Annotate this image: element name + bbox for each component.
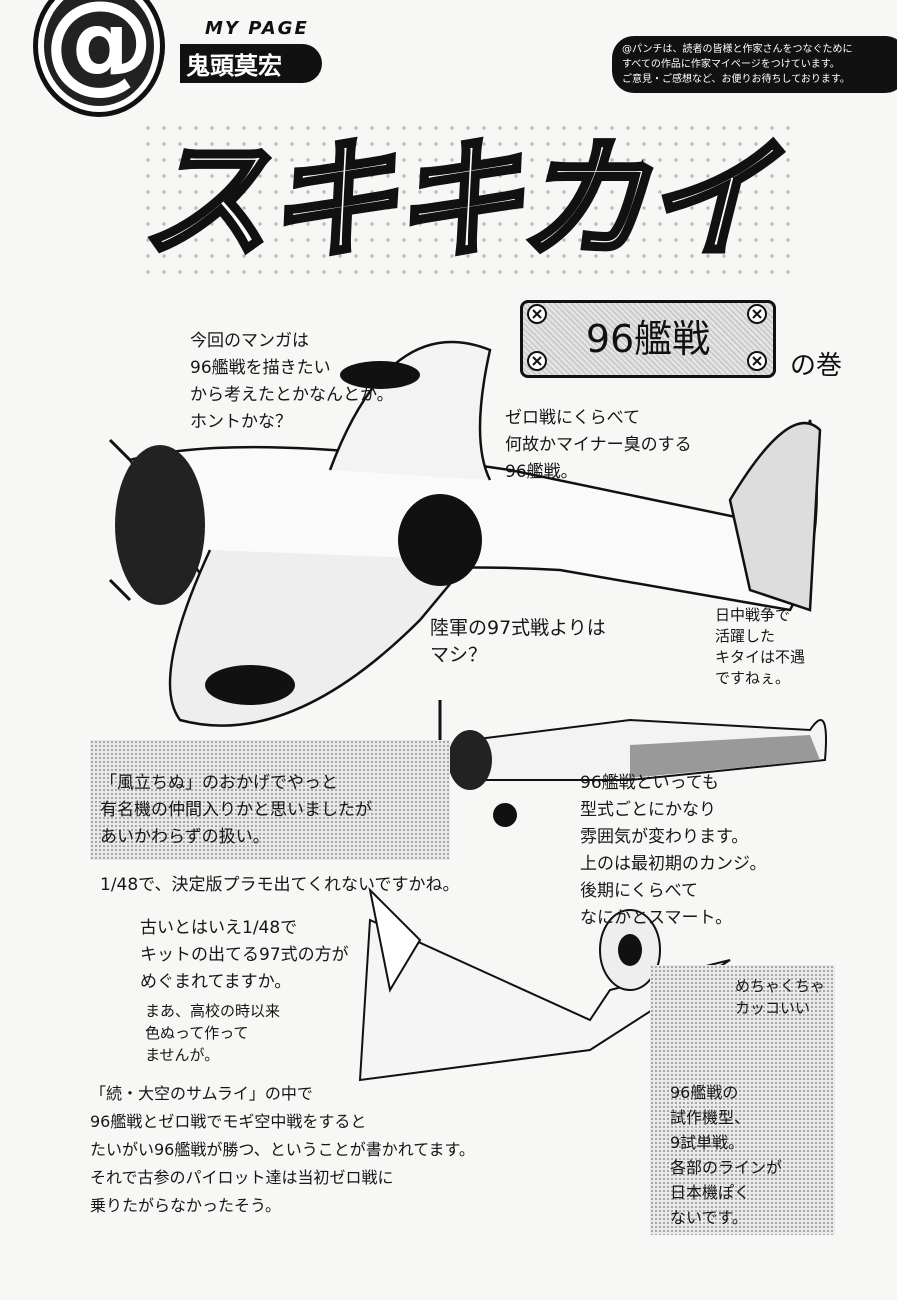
screw-icon — [527, 351, 547, 371]
note-samurai: 「続・大空のサムライ」の中で 96艦戦とゼロ戦でモギ空中戦をすると たいがい96… — [90, 1084, 475, 1215]
hinomaru — [398, 494, 482, 586]
screw-icon — [747, 351, 767, 371]
note-army: 陸軍の97式戦よりは マシ？ — [430, 617, 606, 666]
note-old-kit: 古いとはいえ1/48で キットの出てる97式の方が めぐまれてますか。 — [140, 918, 349, 992]
at-logo: @ — [38, 0, 160, 112]
tone-box — [650, 965, 835, 1235]
notice-line: すべての作品に作家マイページをつけています。 — [622, 59, 840, 70]
note-kaze: 「風立ちぬ」のおかげでやっと 有名機の仲間入りかと思いましたが あいかわらずの扱… — [100, 773, 372, 847]
notice-box: @パンチは、読者の皆様と作家さんをつなぐために すべての作品に作家マイページをつ… — [612, 36, 897, 93]
prototype-plane-illustration — [358, 886, 731, 1082]
note-intro: 今回のマンガは 96艦戦を描きたい から考えたとかなんとか。 ホントかな？ — [190, 331, 394, 432]
subtitle-plate: 96艦戦 — [520, 300, 776, 378]
note-types: 96艦戦といっても 型式ごとにかなり 雰囲気が変わります。 上のは最初期のカンジ… — [580, 773, 767, 928]
side-plane-illustration — [438, 700, 827, 827]
note-prototype: 96艦戦の 試作機型、 9試単戦。 各部のラインが 日本機ぽく ないです。 — [670, 1083, 783, 1227]
main-plane-illustration — [108, 340, 822, 727]
section-label: MY PAGE — [205, 18, 309, 39]
notice-line: @パンチは、読者の皆様と作家さんをつなぐために — [622, 44, 853, 55]
note-kit: 1/48で、決定版プラモ出てくれないですかね。 — [100, 875, 460, 895]
tone-box — [90, 740, 450, 860]
title-text: スキキカイ — [137, 124, 776, 276]
note-cool: めちゃくちゃ カッコいい — [735, 977, 826, 1017]
subtitle-suffix: の巻 — [790, 351, 843, 381]
author-name: 鬼頭莫宏 — [180, 44, 322, 83]
notice-line: ご意見・ご感想など、お便りお待ちしております。 — [622, 74, 850, 85]
note-school: まあ、高校の時以来 色ぬって作って ませんが。 — [145, 1002, 281, 1064]
screw-icon — [747, 304, 767, 324]
note-zero-compare: ゼロ戦にくらべて 何故かマイナー臭のする 96艦戦。 — [505, 408, 692, 482]
note-china: 日中戦争で 活躍した キタイは不遇 ですねぇ。 — [715, 606, 806, 687]
title-logo: スキキカイ — [137, 120, 790, 280]
screw-icon — [527, 304, 547, 324]
